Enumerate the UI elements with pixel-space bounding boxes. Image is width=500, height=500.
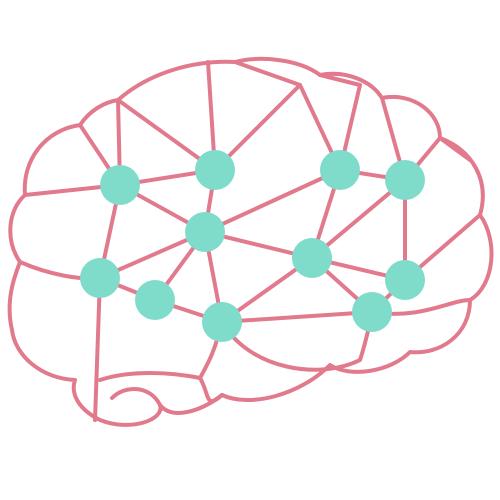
- network-node: [135, 280, 175, 320]
- network-node: [320, 150, 360, 190]
- network-node: [385, 260, 425, 300]
- network-node: [185, 212, 225, 252]
- network-node: [292, 238, 332, 278]
- network-node: [202, 302, 242, 342]
- network-node: [385, 160, 425, 200]
- network-node: [195, 150, 235, 190]
- network-node: [80, 258, 120, 298]
- network-node: [100, 165, 140, 205]
- network-nodes: [80, 150, 425, 342]
- brain-lobe-contour: [18, 260, 472, 422]
- brain-outline: [7, 56, 494, 427]
- brain-gyri: [23, 60, 482, 324]
- network-node: [352, 292, 392, 332]
- brain-fold: [110, 376, 224, 407]
